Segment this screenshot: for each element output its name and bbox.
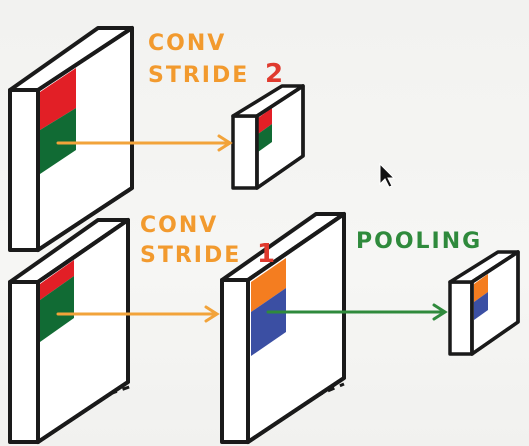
bottom-input-front-face (8, 280, 40, 444)
bottom-middle-patches (251, 258, 286, 356)
bottom-middle-front-face (220, 278, 250, 444)
top-input-front-face (8, 88, 40, 252)
mouse-cursor-icon (379, 162, 396, 188)
bottom-input-red-patch (40, 260, 74, 300)
pooled-orange-patch (474, 274, 488, 302)
pooling-arrow (266, 303, 448, 321)
top-conv-arrow (56, 134, 233, 152)
bottom-input-volume (8, 218, 133, 444)
top-input-patches (40, 68, 76, 174)
pooled-front-face (448, 280, 474, 356)
bottom-middle-blue-patch (251, 288, 286, 356)
top-output-red-patch (258, 108, 272, 134)
bottom-input-patches (40, 260, 74, 342)
conv-top-stride-label: STRIDE 2 (148, 59, 285, 89)
conv-bottom-stride-value: 1 (257, 239, 277, 269)
conv-top-title: CONV (148, 31, 226, 56)
top-output-patches (258, 108, 272, 152)
conv-bottom-stride-word: STRIDE (140, 243, 241, 268)
bottom-middle-orange-patch (251, 258, 286, 312)
bottom-conv-arrow (56, 305, 220, 323)
pooling-label: POOLING (356, 229, 482, 254)
top-input-red-patch (40, 68, 76, 130)
conv-top-stride-value: 2 (265, 59, 285, 89)
conv-bottom-title: CONV (140, 213, 218, 238)
bottom-input-green-patch (40, 276, 74, 342)
top-output-front-face (231, 114, 259, 190)
top-input-green-patch (40, 108, 76, 174)
pooled-patches (474, 274, 488, 320)
conv-bottom-stride-label: STRIDE 1 (140, 239, 277, 269)
top-output-green-patch (258, 124, 272, 152)
conv-top-stride-word: STRIDE (148, 63, 249, 88)
pooled-blue-patch (474, 292, 488, 320)
bottom-middle-volume (220, 212, 346, 444)
